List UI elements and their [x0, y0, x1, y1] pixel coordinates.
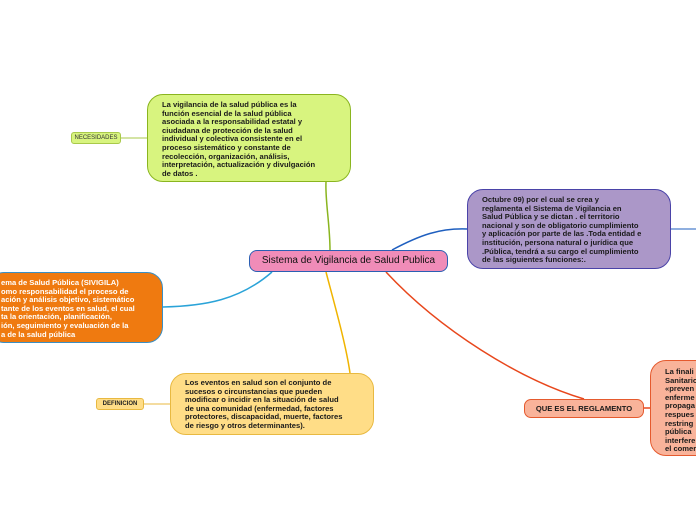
connector-central-to-purple [391, 228, 468, 251]
necesidades-tag[interactable]: NECESIDADES [71, 132, 121, 144]
definicion-tag[interactable]: DEFINICION [96, 398, 144, 410]
decreto-node[interactable]: Octubre 09) por el cual se crea y reglam… [467, 189, 671, 269]
central-node[interactable]: Sistema de Vigilancia de Salud Publica [249, 250, 448, 272]
connector-central-to-yellow [325, 271, 351, 374]
connector-central-to-reglamento [385, 271, 585, 400]
vigilancia-definition-node[interactable]: La vigilancia de la salud pública es la … [147, 94, 351, 182]
reglamento-node[interactable]: QUE ES EL REGLAMENTO [524, 399, 644, 418]
reglamento-detail-node[interactable]: La finali Sanitario «preven enferme prop… [650, 360, 696, 456]
connector-central-to-orange [162, 271, 273, 308]
connector-central-to-green [325, 181, 331, 251]
sivigila-node[interactable]: ema de Salud Pública (SIVIGILA) omo resp… [0, 272, 163, 343]
eventos-salud-node[interactable]: Los eventos en salud son el conjunto de … [170, 373, 374, 435]
